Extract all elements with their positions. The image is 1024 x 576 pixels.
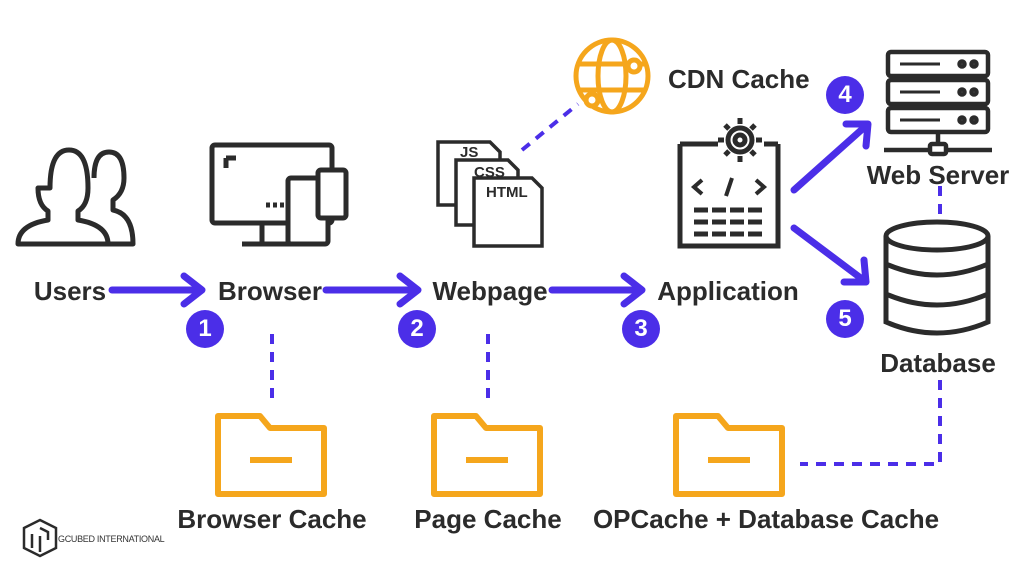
users-icon (15, 147, 136, 247)
users-label: Users (33, 276, 107, 306)
brand-name: GCUBED INTERNATIONAL (58, 534, 165, 544)
cache-connectors (270, 186, 942, 466)
globe-icon (573, 37, 651, 115)
flow-arrows (108, 120, 872, 308)
application-icon (677, 118, 781, 249)
database-label: Database (880, 348, 996, 378)
opcache-database-cache-label: OPCache + Database Cache (592, 504, 940, 534)
arrow-application-server (790, 120, 872, 194)
arrow-webpage-application (548, 272, 646, 308)
page-cache-label: Page Cache (414, 504, 562, 534)
file-tag-html: HTML (486, 184, 528, 201)
cdn-cache-label: CDN Cache (668, 64, 810, 94)
files-icon (436, 140, 544, 248)
devices-icon (209, 142, 349, 247)
step-badge-5: 5 (826, 300, 864, 338)
database-icon (883, 219, 991, 336)
server-icon (884, 49, 992, 157)
brand-logo-icon (22, 518, 58, 558)
folder-icon-opcache (673, 413, 785, 497)
folder-icon-browser (215, 413, 327, 497)
browser-label: Browser (217, 276, 323, 306)
browser-cache-label: Browser Cache (177, 504, 367, 534)
file-tag-js: JS (460, 144, 478, 161)
file-tag-css: CSS (474, 164, 505, 181)
step-badge-3: 3 (622, 310, 660, 348)
cdn-connector (520, 102, 580, 152)
application-label: Application (657, 276, 799, 306)
web-server-label: Web Server (866, 160, 1010, 190)
webpage-label: Webpage (432, 276, 548, 306)
step-badge-2: 2 (398, 310, 436, 348)
step-badge-1: 1 (186, 310, 224, 348)
arrow-users-browser (108, 272, 206, 308)
step-badge-4: 4 (826, 76, 864, 114)
arrow-application-database (790, 224, 870, 286)
arrow-browser-webpage (322, 272, 422, 308)
folder-icon-page (431, 413, 543, 497)
